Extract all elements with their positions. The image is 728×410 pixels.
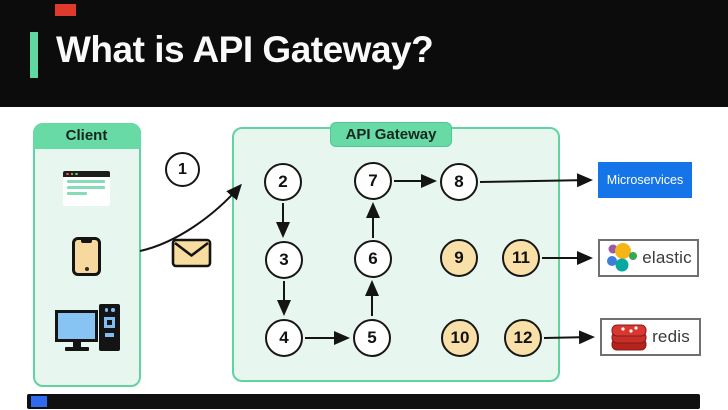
flow-node-12: 12 [504, 319, 542, 357]
browser-icon [63, 171, 110, 206]
flow-node-2: 2 [264, 163, 302, 201]
monitor-icon [55, 310, 98, 351]
elastic-label: elastic [642, 248, 692, 267]
flow-node-9: 9 [440, 239, 478, 277]
flow-node-10: 10 [441, 319, 479, 357]
tower-drive [104, 316, 115, 328]
title-accent-bar [30, 32, 38, 78]
envelope-icon [171, 238, 212, 268]
microservices-label: Microservices [606, 173, 684, 187]
footer-blue-chip [31, 396, 47, 407]
flow-node-6: 6 [354, 240, 392, 278]
flow-node-1: 1 [165, 152, 200, 187]
api-gateway-label: API Gateway [345, 126, 437, 143]
page-title: What is API Gateway? [56, 29, 434, 70]
client-box: Client [32, 122, 141, 387]
browser-dot-green [75, 172, 78, 176]
browser-dot-red [66, 172, 69, 176]
tower-slot [105, 332, 114, 337]
browser-dot-yellow [70, 172, 73, 176]
flow-node-4: 4 [265, 319, 303, 357]
elastic-box: elastic [598, 239, 699, 277]
flow-node-11: 11 [502, 239, 540, 277]
footer-bar [27, 394, 700, 409]
flow-node-7: 7 [354, 162, 392, 200]
browser-content-line [67, 186, 105, 189]
flow-node-8: 8 [440, 163, 478, 201]
redis-box: redis [600, 318, 701, 356]
monitor-screen [55, 310, 98, 342]
browser-content-line [67, 192, 87, 195]
phone-home-button [84, 267, 89, 271]
browser-titlebar [63, 171, 110, 177]
microservices-chip: Microservices [598, 162, 692, 198]
client-box-tab: Client [32, 122, 141, 149]
pc-tower-icon [99, 304, 120, 351]
elastic-logo-icon [607, 243, 638, 272]
desktop-computer-icon [55, 304, 121, 352]
monitor-base [64, 347, 89, 351]
redis-label: redis [652, 327, 690, 346]
header: What is API Gateway? [0, 0, 728, 107]
phone-notch [81, 240, 92, 243]
monitor-stand [72, 342, 81, 347]
flow-node-label: 1 [178, 160, 187, 178]
smartphone-icon [72, 237, 101, 276]
tower-leds [104, 308, 115, 312]
client-label: Client [65, 127, 108, 144]
flow-node-5: 5 [353, 319, 391, 357]
red-marker [55, 4, 76, 16]
api-gateway-tab: API Gateway [330, 122, 452, 147]
redis-logo-icon [611, 324, 647, 351]
browser-content-line [67, 180, 105, 183]
flow-node-3: 3 [265, 241, 303, 279]
